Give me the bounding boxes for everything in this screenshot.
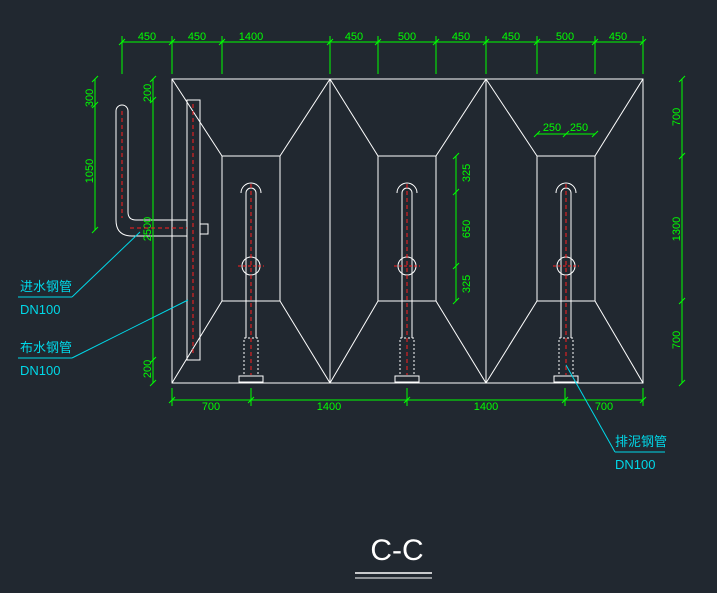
dim-bottom-1: 700 <box>202 401 220 413</box>
tank-outer-wall <box>171 78 644 384</box>
dim-inner-3: 325 <box>461 275 473 293</box>
dim-inner-top-2: 250 <box>570 122 588 134</box>
distributor-pipe-spec: DN100 <box>20 363 60 378</box>
pipe-base <box>238 375 264 383</box>
dim-tick <box>678 75 686 83</box>
dim-right-1: 700 <box>671 108 683 126</box>
dim-tick <box>562 130 570 138</box>
dim-left-wall-1: 200 <box>142 84 154 102</box>
dim-inner-2: 650 <box>461 220 473 238</box>
pipe-bend <box>555 182 577 194</box>
dim-top-3: 1400 <box>239 31 263 43</box>
dim-top-7: 450 <box>502 31 520 43</box>
dim-tick <box>678 297 686 305</box>
pipe-bend <box>240 182 262 194</box>
inlet-pipe <box>115 104 187 237</box>
dimension-lines <box>91 36 686 406</box>
dim-tick <box>149 356 157 364</box>
hopper-3 <box>485 78 644 384</box>
sludge-pipe-name: 排泥钢管 <box>615 434 667 449</box>
dimension-texts: 450 450 1400 450 500 450 450 500 450 700… <box>84 31 683 413</box>
dim-top-5: 500 <box>398 31 416 43</box>
dim-right-3: 700 <box>671 331 683 349</box>
dim-tick <box>452 262 460 270</box>
dim-tick <box>678 379 686 387</box>
pipe-base <box>553 375 579 383</box>
inlet-pipe-spec: DN100 <box>20 302 60 317</box>
pipe-labels: 进水钢管 DN100 布水钢管 DN100 排泥钢管 DN100 <box>20 279 667 472</box>
hopper-1 <box>171 78 331 384</box>
sludge-pipe-3 <box>553 182 579 383</box>
pipe-support <box>243 337 259 377</box>
dim-left-pipe-2: 1050 <box>84 159 96 183</box>
dim-top-2: 450 <box>188 31 206 43</box>
sludge-pipe-2 <box>394 182 420 383</box>
sludge-pipe-spec: DN100 <box>615 457 655 472</box>
sludge-pipes <box>238 182 579 383</box>
dim-top-6: 450 <box>452 31 470 43</box>
dim-tick <box>149 75 157 83</box>
dim-tick <box>91 101 99 109</box>
pipe-bend-inner <box>560 187 572 194</box>
dim-top-4: 450 <box>345 31 363 43</box>
dim-tick <box>91 226 99 234</box>
center-lines <box>121 104 194 356</box>
section-title: C-C <box>370 534 423 567</box>
dim-top-9: 450 <box>609 31 627 43</box>
pipe-bend-inner <box>401 187 413 194</box>
dim-bottom-3: 1400 <box>474 401 498 413</box>
dim-tick <box>591 130 599 138</box>
dim-bottom-4: 700 <box>595 401 613 413</box>
inlet-stub <box>199 223 209 235</box>
sludge-pipe-1 <box>238 182 264 383</box>
leader-lines <box>18 231 665 453</box>
dim-tick <box>452 297 460 305</box>
pipe-support <box>399 337 415 377</box>
tank-outline <box>115 78 644 384</box>
dim-left-wall-3: 200 <box>142 360 154 378</box>
distributor-pipe-name: 布水钢管 <box>20 340 72 355</box>
dim-tick <box>149 379 157 387</box>
dim-tick <box>452 152 460 160</box>
pipe-support <box>558 337 574 377</box>
pipe-base <box>394 375 420 383</box>
dim-left-wall-2: 2500 <box>142 217 154 241</box>
dim-top-1: 450 <box>138 31 156 43</box>
dim-top-8: 500 <box>556 31 574 43</box>
dim-tick <box>452 188 460 196</box>
dim-tick <box>533 130 541 138</box>
inlet-pipe-name: 进水钢管 <box>20 279 72 294</box>
pipe-bend-inner <box>245 187 257 194</box>
dim-tick <box>678 152 686 160</box>
dim-tick <box>149 96 157 104</box>
dim-inner-top-1: 250 <box>543 122 561 134</box>
dim-tick <box>91 75 99 83</box>
dim-inner-1: 325 <box>461 164 473 182</box>
dim-right-2: 1300 <box>671 217 683 241</box>
dim-bottom-2: 1400 <box>317 401 341 413</box>
dim-left-pipe-1: 300 <box>84 89 96 107</box>
hopper-2 <box>329 78 487 384</box>
pipe-bend <box>396 182 418 194</box>
